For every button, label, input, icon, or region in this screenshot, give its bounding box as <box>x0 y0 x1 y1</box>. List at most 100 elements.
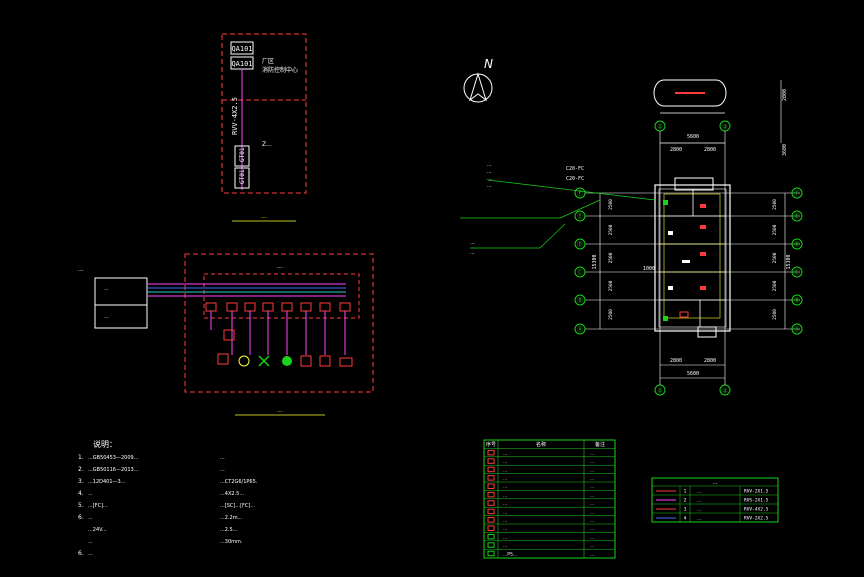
note-text: ...[FC]... <box>88 503 108 509</box>
row-dim-right: 2500 <box>772 199 778 210</box>
row-dim-left: 2500 <box>608 199 614 210</box>
legend-row-name: ... <box>503 536 507 541</box>
device-label-1: GT01 <box>239 147 246 162</box>
legend-row-name: ... <box>503 510 507 515</box>
cable-table: ... 1...RVV-2X1.52...RVS-2X1.53...RVV-4X… <box>651 477 779 523</box>
left-middle-control-diagram: ... ... ... ... ... <box>78 253 374 416</box>
leader-bottom-1: ... <box>470 240 475 246</box>
note-text: ...12D401—3... <box>88 479 126 485</box>
module-box <box>319 302 331 312</box>
leader-tag-1: C20-FC <box>566 166 584 172</box>
note-number: 5. <box>78 502 84 509</box>
row-grid-bubble-left <box>574 210 586 222</box>
north-compass: N <box>463 57 493 103</box>
legend-row-name: ... <box>503 527 507 532</box>
row-dim-right: 2500 <box>772 224 778 235</box>
device-row <box>217 329 353 367</box>
cable-row-model: RVV-4X2.5 <box>744 507 769 513</box>
module-row <box>205 302 351 355</box>
row-grid-label-left: Ⓐ <box>577 326 583 334</box>
row-dim-left: 2500 <box>608 309 614 320</box>
note-text-cont: ...30mm. <box>220 539 243 545</box>
legend-row-note: ... <box>590 536 594 541</box>
legend-row-note: ... <box>590 552 594 557</box>
leader-text-3: ... <box>487 176 492 182</box>
top-left-system-diagram: QA101 QA101 厂区 消防控制中心 RVV-4X2.5 GT01 GT0… <box>221 33 307 222</box>
grid-col-2-bottom-label: ② <box>722 388 728 395</box>
cable-table-title: ... <box>713 480 718 486</box>
legend-row-name: ... <box>503 494 507 499</box>
top-dim-right: 2800 <box>704 147 716 153</box>
bottom-dim-right: 2800 <box>704 358 716 364</box>
note-text-cont: ...4X2.5... <box>220 491 245 497</box>
row-grid-bubble-left <box>574 187 586 199</box>
row-grid-label-left: Ⓔ <box>577 213 583 221</box>
leader-line-1 <box>487 179 656 201</box>
legend-row-note: ... <box>590 502 594 507</box>
row-grid-label-left: Ⓕ <box>577 190 583 198</box>
legend-symbol-icon <box>487 525 495 531</box>
device-sensor-icon <box>319 355 331 367</box>
building-outline <box>654 184 731 332</box>
legend-symbol-icon <box>487 542 495 548</box>
equipment-label-1: QA101 <box>231 45 252 53</box>
notes-lines: 1....GB50453—2009......2....GB50116—2013… <box>78 454 258 557</box>
note-text-cont: ...CT2G6/1P65. <box>220 479 258 485</box>
row-grid-bubble-right <box>791 323 803 335</box>
location-line-2: 消防控制中心 <box>262 66 298 74</box>
legend-row-note: ... <box>590 468 594 473</box>
legend-symbol-icon <box>487 458 495 464</box>
plan-device-2 <box>700 204 706 208</box>
note-text: ...GB50116—2013... <box>88 467 139 473</box>
cable-row-model: RVV-2X1.5 <box>744 489 769 495</box>
compass-circle <box>463 73 493 103</box>
device-sensor-icon <box>300 355 312 367</box>
legend-symbol-icon <box>487 550 495 557</box>
plan-device-6 <box>668 286 673 290</box>
row-grid-label-left: Ⓓ <box>577 241 583 249</box>
right-dim-top: 2000 <box>782 89 788 101</box>
legend-symbol-icon <box>487 533 495 540</box>
legend-header-name: 名称 <box>536 441 546 448</box>
module-box <box>281 302 293 312</box>
note-number: 4. <box>78 490 84 497</box>
row-grid-bubble-right <box>791 266 803 278</box>
row-dim-left: 2500 <box>608 224 614 235</box>
device-location-label: Z... <box>262 141 272 148</box>
source-inner-1: ... <box>104 286 109 292</box>
left-dim-total: 15300 <box>592 254 598 269</box>
grid-col-1-top-label: ① <box>657 124 662 131</box>
leader-line-3 <box>559 199 601 219</box>
note-number: 3. <box>78 478 84 485</box>
location-line-1: 厂区 <box>262 58 274 65</box>
source-label: ... <box>78 266 84 273</box>
right-dim-total: 15300 <box>786 254 792 269</box>
row-grid-label-right: Ⓒ <box>794 269 800 277</box>
compass-label: N <box>484 57 493 71</box>
legend-row-note: ... <box>590 519 594 524</box>
note-text: ... <box>88 491 93 497</box>
leader-line-5 <box>539 223 566 249</box>
leader-tag-2: C20-FC <box>566 176 584 182</box>
leader-bottom-2: ... <box>470 250 475 256</box>
row-grid-label-right: Ⓓ <box>794 241 800 249</box>
equipment-label-2: QA101 <box>231 60 252 68</box>
device-detector-icon <box>217 353 229 365</box>
note-text: ... <box>88 539 93 545</box>
top-dim-total: 5600 <box>687 134 699 140</box>
legend-symbol-icon <box>487 475 495 481</box>
note-text: ... <box>88 551 93 557</box>
legend-symbol-icon <box>487 491 495 498</box>
device-label-2: GT01 <box>239 169 246 184</box>
row-grid-bubble-right <box>791 210 803 222</box>
row-grid-bubble-left <box>574 238 586 250</box>
row-dim-left: 2500 <box>608 280 614 291</box>
legend-row-name: ...PS... <box>503 551 517 557</box>
leader-text-4: ... <box>487 183 492 189</box>
note-text: ...GB50453—2009... <box>88 455 139 461</box>
module-dashed-frame <box>203 273 360 319</box>
cable-row-name: ... <box>697 490 701 495</box>
cable-rows: 1...RVV-2X1.52...RVS-2X1.53...RVV-4X2.54… <box>652 485 778 523</box>
note-text-cont: ...2.5... <box>220 527 238 533</box>
